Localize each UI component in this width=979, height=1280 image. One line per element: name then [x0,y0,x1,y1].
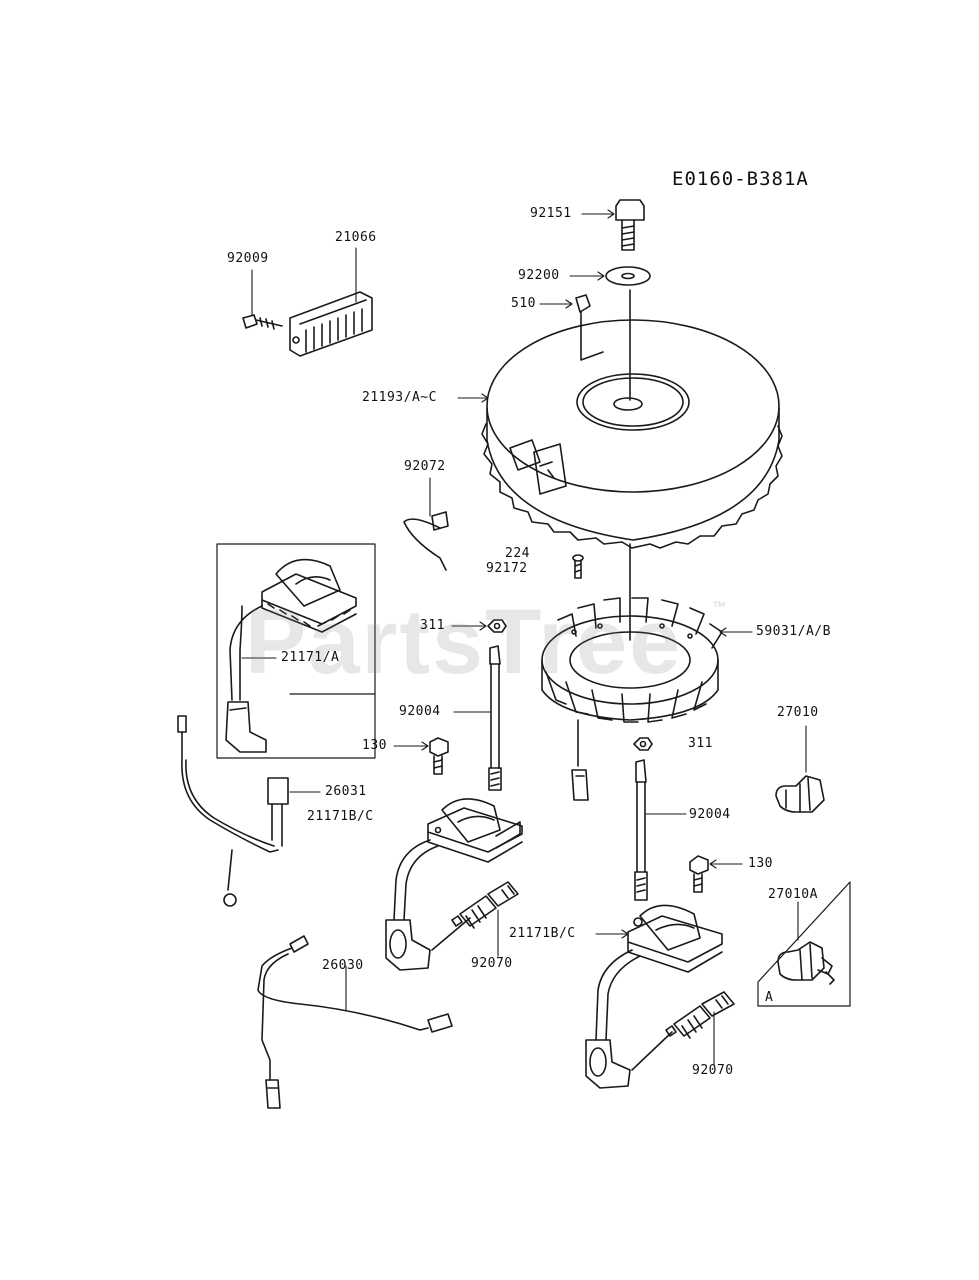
part-label-311-right: 311 [688,736,713,751]
harness-92072 [403,511,449,571]
switch-27010a [777,941,835,985]
switch-27010a-frame-label: A [765,990,774,1005]
spark-plug-92070-left [431,881,519,951]
part-label-21171a: 21171/A [281,650,340,665]
coil-21171bc-right [585,904,723,1089]
part-label-92172: 92172 [486,561,528,576]
flywheel-21193 [481,319,783,549]
stud-92004-right [634,759,648,901]
part-label-21066: 21066 [335,230,377,245]
part-label-21171bc-left: 21171B/C [307,809,374,824]
switch-27010 [775,775,825,813]
screw-92009 [242,314,283,330]
leader-lines [241,209,807,1067]
bolt-92151 [615,199,645,251]
screw-92172 [572,554,584,579]
washer-92200 [605,266,651,286]
part-label-130-left: 130 [362,738,387,753]
stud-92004-left [488,645,502,791]
part-label-92004-left: 92004 [399,704,441,719]
spark-plug-92070-right [631,991,735,1071]
part-label-92151: 92151 [530,206,572,221]
bolt-130-right [689,855,709,893]
part-label-224: 224 [505,546,530,561]
part-label-21193: 21193/A~C [362,390,437,405]
harness-26030 [257,935,453,1109]
diagram-code: E0160-B381A [672,168,809,190]
key-510 [575,294,604,361]
nut-311-right [633,737,653,751]
watermark-trademark: ™ [712,598,726,614]
part-label-92009: 92009 [227,251,269,266]
part-label-92200: 92200 [518,268,560,283]
part-label-26031: 26031 [325,784,367,799]
switch-27010a-frame [757,881,851,1007]
part-label-92004-right: 92004 [689,807,731,822]
part-label-92072: 92072 [404,459,446,474]
bolt-130-left [429,737,449,775]
part-label-27010a: 27010A [768,887,818,902]
part-label-130-right: 130 [748,856,773,871]
part-label-59031: 59031/A/B [756,624,831,639]
part-label-27010: 27010 [777,705,819,720]
part-label-311-left: 311 [420,618,445,633]
part-label-26030: 26030 [322,958,364,973]
part-label-92070-right: 92070 [692,1063,734,1078]
part-label-92070-left: 92070 [471,956,513,971]
part-label-21171bc-right: 21171B/C [509,926,576,941]
watermark: PartsTree [245,591,683,693]
coil-21171bc-left [385,798,523,971]
regulator-21066 [289,291,373,357]
harness-26031 [177,715,289,907]
nut-311-left [487,619,507,633]
stator-59031 [541,597,723,801]
coil-21171a [225,558,357,753]
coil-21171a-frame [216,543,376,759]
part-label-510: 510 [511,296,536,311]
